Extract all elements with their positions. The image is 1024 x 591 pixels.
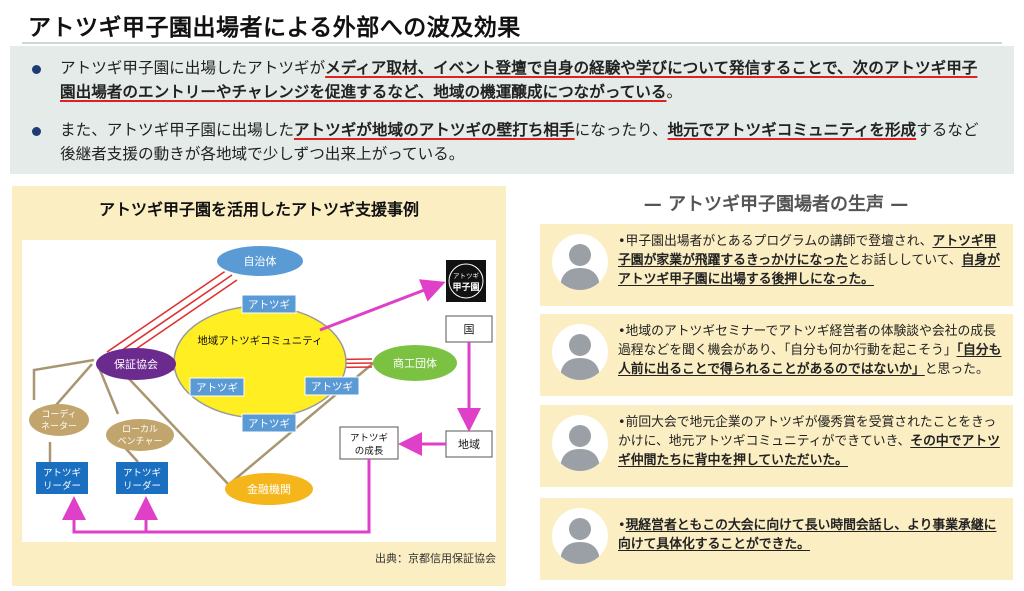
community-label: 地域アトツギコミュニティ bbox=[197, 334, 322, 347]
summary-box: アトツギ甲子園に出場したアトツギがメディア取材、イベント登壇で自身の経験や学びに… bbox=[10, 46, 1014, 174]
svg-text:アトツギ: アトツギ bbox=[43, 468, 81, 479]
summary-bullet-2: また、アトツギ甲子園に出場したアトツギが地域のアトツギの壁打ち相手になったり、地… bbox=[32, 118, 992, 166]
person-avatar-icon bbox=[552, 234, 608, 290]
voice-card-2: •地域のアトツギセミナーでアトツギ経営者の体験談や会社の成長過程などを聞く機会が… bbox=[540, 314, 1013, 396]
kuni-box: 国 bbox=[445, 315, 493, 343]
seicho-box: アトツギ の成長 bbox=[339, 426, 399, 460]
atotsugi-right-box: アトツギ bbox=[304, 376, 360, 396]
shoko-node bbox=[373, 345, 457, 381]
bullet-dot-icon bbox=[32, 127, 41, 136]
voice-text-1: •甲子園出場者がとあるプログラムの講師で登壇され、アトツギ甲子園が家業が飛躍する… bbox=[618, 234, 1000, 287]
svg-text:リーダー: リーダー bbox=[43, 480, 81, 492]
voice-text-3: •前回大会で地元企業のアトツギが優秀賞を受賞されたことをきっかけに、地元アトツギ… bbox=[618, 415, 1000, 468]
bullet-1-text: アトツギ甲子園に出場したアトツギが bbox=[60, 59, 326, 77]
jichitai-node bbox=[215, 244, 305, 278]
svg-text:アトツギ: アトツギ bbox=[311, 381, 353, 393]
voice-card-4: •現経営者ともこの大会に向けて長い時間会話し、より事業承継に向けて具体化すること… bbox=[540, 498, 1013, 580]
venture-node: ローカル ベンチャー bbox=[106, 419, 174, 451]
diagram-panel: アトツギ甲子園を活用したアトツギ支援事例 bbox=[12, 186, 506, 586]
voices-title: — アトツギ甲子園場者の生声 — bbox=[643, 194, 909, 215]
community-ellipse bbox=[173, 305, 347, 419]
title-divider bbox=[22, 42, 1002, 44]
hosho-label: 保証協会 bbox=[114, 357, 158, 371]
leader-2-box: アトツギ リーダー bbox=[116, 462, 168, 494]
svg-text:アトツギ: アトツギ bbox=[196, 382, 238, 394]
bullet-1-highlight: メディア取材、イベント登壇で自身の経験や学びについて発信することで、次のアトツギ… bbox=[60, 59, 978, 101]
shoko-label: 商工団体 bbox=[393, 356, 437, 370]
person-avatar-icon bbox=[552, 508, 608, 564]
person-avatar-icon bbox=[552, 324, 608, 380]
voice-card-1: •甲子園出場者がとあるプログラムの講師で登壇され、アトツギ甲子園が家業が飛躍する… bbox=[540, 224, 1013, 306]
svg-text:アトツギ: アトツギ bbox=[453, 272, 480, 280]
bullet-2-text: また、アトツギ甲子園に出場した bbox=[60, 121, 294, 139]
svg-text:アトツギ: アトツギ bbox=[248, 299, 290, 311]
svg-text:コーディ: コーディ bbox=[41, 408, 76, 420]
voice-card-3: •前回大会で地元企業のアトツギが優秀賞を受賞されたことをきっかけに、地元アトツギ… bbox=[540, 405, 1013, 487]
svg-text:アトツギ: アトツギ bbox=[123, 468, 161, 479]
page-title: アトツギ甲子園出場者による外部への波及効果 bbox=[28, 15, 521, 41]
atotsugi-top-box: アトツギ bbox=[241, 294, 297, 314]
svg-text:アトツギ: アトツギ bbox=[248, 418, 290, 430]
hosho-node bbox=[96, 348, 176, 380]
bullet-dot-icon bbox=[32, 65, 41, 74]
chiiki-box: 地域 bbox=[445, 430, 493, 458]
leader-1-box: アトツギ リーダー bbox=[36, 462, 88, 494]
summary-bullet-1: アトツギ甲子園に出場したアトツギがメディア取材、イベント登壇で自身の経験や学びに… bbox=[32, 56, 992, 104]
svg-text:リーダー: リーダー bbox=[123, 480, 161, 492]
svg-text:ネーター: ネーター bbox=[41, 421, 77, 432]
diagram-source: 出典：京都信用保証協会 bbox=[375, 552, 496, 565]
support-diagram: 地域アトツギコミュニティ 自治体 保証協会 商工団体 金融機関 アトツギ アトツ… bbox=[29, 244, 493, 534]
svg-text:甲子園: 甲子園 bbox=[452, 282, 479, 293]
svg-text:ベンチャー: ベンチャー bbox=[118, 436, 163, 447]
kinyu-label: 金融機関 bbox=[247, 482, 291, 496]
svg-text:ローカル: ローカル bbox=[122, 424, 158, 435]
koshien-logo-icon: アトツギ 甲子園 bbox=[446, 260, 486, 302]
bullet-2-highlight-2: 地元でアトツギコミュニティを形成 bbox=[667, 121, 917, 139]
bullet-2-mid: になったり、 bbox=[574, 121, 668, 139]
magenta-arrows bbox=[62, 279, 481, 534]
atotsugi-left-box: アトツギ bbox=[189, 377, 245, 397]
voice-text-2: •地域のアトツギセミナーでアトツギ経営者の体験談や会社の成長過程などを聞く機会が… bbox=[618, 324, 1002, 377]
svg-text:アトツギ: アトツギ bbox=[350, 433, 388, 444]
diagram-area: 地域アトツギコミュニティ 自治体 保証協会 商工団体 金融機関 アトツギ アトツ… bbox=[22, 240, 496, 542]
atotsugi-bottom-box: アトツギ bbox=[241, 413, 297, 433]
person-avatar-icon bbox=[552, 415, 608, 471]
coordinator-node: コーディ ネーター bbox=[29, 404, 89, 436]
bullet-1-end: 。 bbox=[666, 83, 683, 101]
bullet-2-end: するなど後継者支援の動きが各地域で少しずつ出来上がっている。 bbox=[60, 121, 979, 163]
voice-text-4: •現経営者ともこの大会に向けて長い時間会話し、より事業承継に向けて具体化すること… bbox=[618, 518, 997, 552]
bullet-2-highlight-1: アトツギが地域のアトツギの壁打ち相手 bbox=[293, 121, 575, 139]
svg-text:国: 国 bbox=[464, 323, 475, 336]
kinyu-node bbox=[225, 473, 313, 505]
svg-text:の成長: の成長 bbox=[355, 445, 384, 457]
diagram-title: アトツギ甲子園を活用したアトツギ支援事例 bbox=[98, 200, 419, 219]
svg-text:地域: 地域 bbox=[458, 438, 480, 451]
jichitai-label: 自治体 bbox=[244, 254, 277, 268]
